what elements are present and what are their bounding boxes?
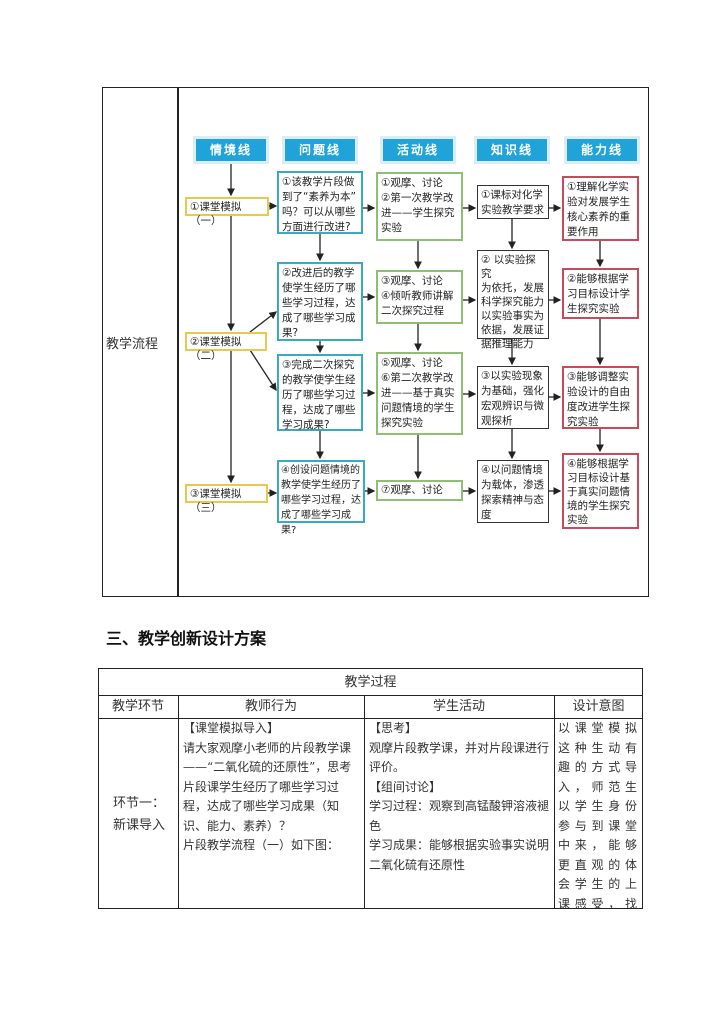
header-ability-line: 能力线 <box>567 139 637 161</box>
question-box: ①该教学片段做 到了“素养为本” 吗？可以从哪些 方面进行改进? <box>277 171 363 234</box>
question-box: ③完成二次探究 的教学使学生经 历了哪些学习过 程，达成了哪些 学习成果? <box>277 354 363 431</box>
situation-box: ②课堂模拟（二） <box>185 332 267 362</box>
flow-row-label: 教学流程 <box>106 337 159 352</box>
ability-box: ④能够根据学 习目标设计基 于真实问题情 境的学生探究 实验 <box>562 453 639 529</box>
column-header-intent: 设计意图 <box>572 699 625 714</box>
col-divider <box>554 695 556 909</box>
header-knowledge-line: 知识线 <box>477 139 547 161</box>
ability-box: ①理解化学实 验对发展学生 核心素养的重 要作用 <box>562 176 639 241</box>
flow-arrows <box>227 162 604 497</box>
process-table-title: 教学过程 <box>344 675 397 690</box>
header-question-line: 问题线 <box>285 139 355 161</box>
process-table <box>98 668 643 909</box>
column-header-stage: 教学环节 <box>111 699 164 714</box>
ability-box: ③能够调整实 验设计的自由 度改进学生探 究实验 <box>562 366 639 429</box>
header-activity-line: 活动线 <box>383 139 453 161</box>
knowledge-box: ② 以实验探究 为依托，发展 科学探究能力 以实验事实为 依据，发展证 据推理能… <box>477 250 549 350</box>
cell-student: 【思考】 观摩片段教学课，并对片段课进行评价。 【组间讨论】 学习过程：观察到高… <box>369 721 550 872</box>
section-heading: 三、教学创新设计方案 <box>106 629 267 648</box>
question-box: ②改进后的教学 使学生经历了哪 些学习过程，达 成了哪些学习成 果? <box>277 262 363 341</box>
question-box: ④创设问题情境的 教学使学生经历了 哪些学习过程，达 成了哪些学习成果? <box>277 460 365 536</box>
activity-box: ①观摩、讨论 ②第一次教学改 进——学生探究 实验 <box>376 172 463 241</box>
row-divider <box>98 718 643 720</box>
arrow <box>249 349 277 392</box>
knowledge-box: ①课标对化学 实验教学要求 <box>477 185 549 219</box>
ability-box: ②能够根据学 习目标设计学 生探究实验 <box>562 268 639 319</box>
col-divider <box>178 695 180 909</box>
row-divider <box>98 695 643 697</box>
col-divider <box>364 695 366 909</box>
cell-stage: 环节一： 新课导入 <box>112 796 165 833</box>
arrow <box>249 311 278 333</box>
activity-box: ⑤观摩、讨论 ⑥第二次教学改 进——基于真实 问题情境的学生 探究实验 <box>376 352 463 435</box>
column-header-teacher: 教师行为 <box>244 699 297 714</box>
cell-teacher: 【课堂模拟导入】 请大家观摩小老师的片段教学课——“二氧化硫的还原性”，思考片段… <box>183 721 352 852</box>
flow-table <box>102 87 649 597</box>
situation-box: ③课堂模拟（三） <box>185 484 268 514</box>
header-situation-line: 情境线 <box>196 139 266 161</box>
activity-box: ⑦观摩、讨论 <box>376 480 463 501</box>
knowledge-box: ④以问题情境 为载体，渗透 探索精神与态 度 <box>477 460 549 523</box>
flow-table-divider <box>177 87 179 597</box>
cell-intent: 以课堂模拟这种生动有趣的方式导入，师范生以学生身份参与到课堂中来，能够更直观的体… <box>558 721 640 908</box>
knowledge-box: ③以实验现象 为基础，强化 宏观辨识与微 观探析 <box>477 366 549 429</box>
activity-box: ③观摩、讨论 ④倾听教师讲解 二次探究过程 <box>376 270 463 324</box>
column-header-student: 学生活动 <box>432 699 485 714</box>
situation-box: ①课堂模拟（一） <box>185 197 269 227</box>
